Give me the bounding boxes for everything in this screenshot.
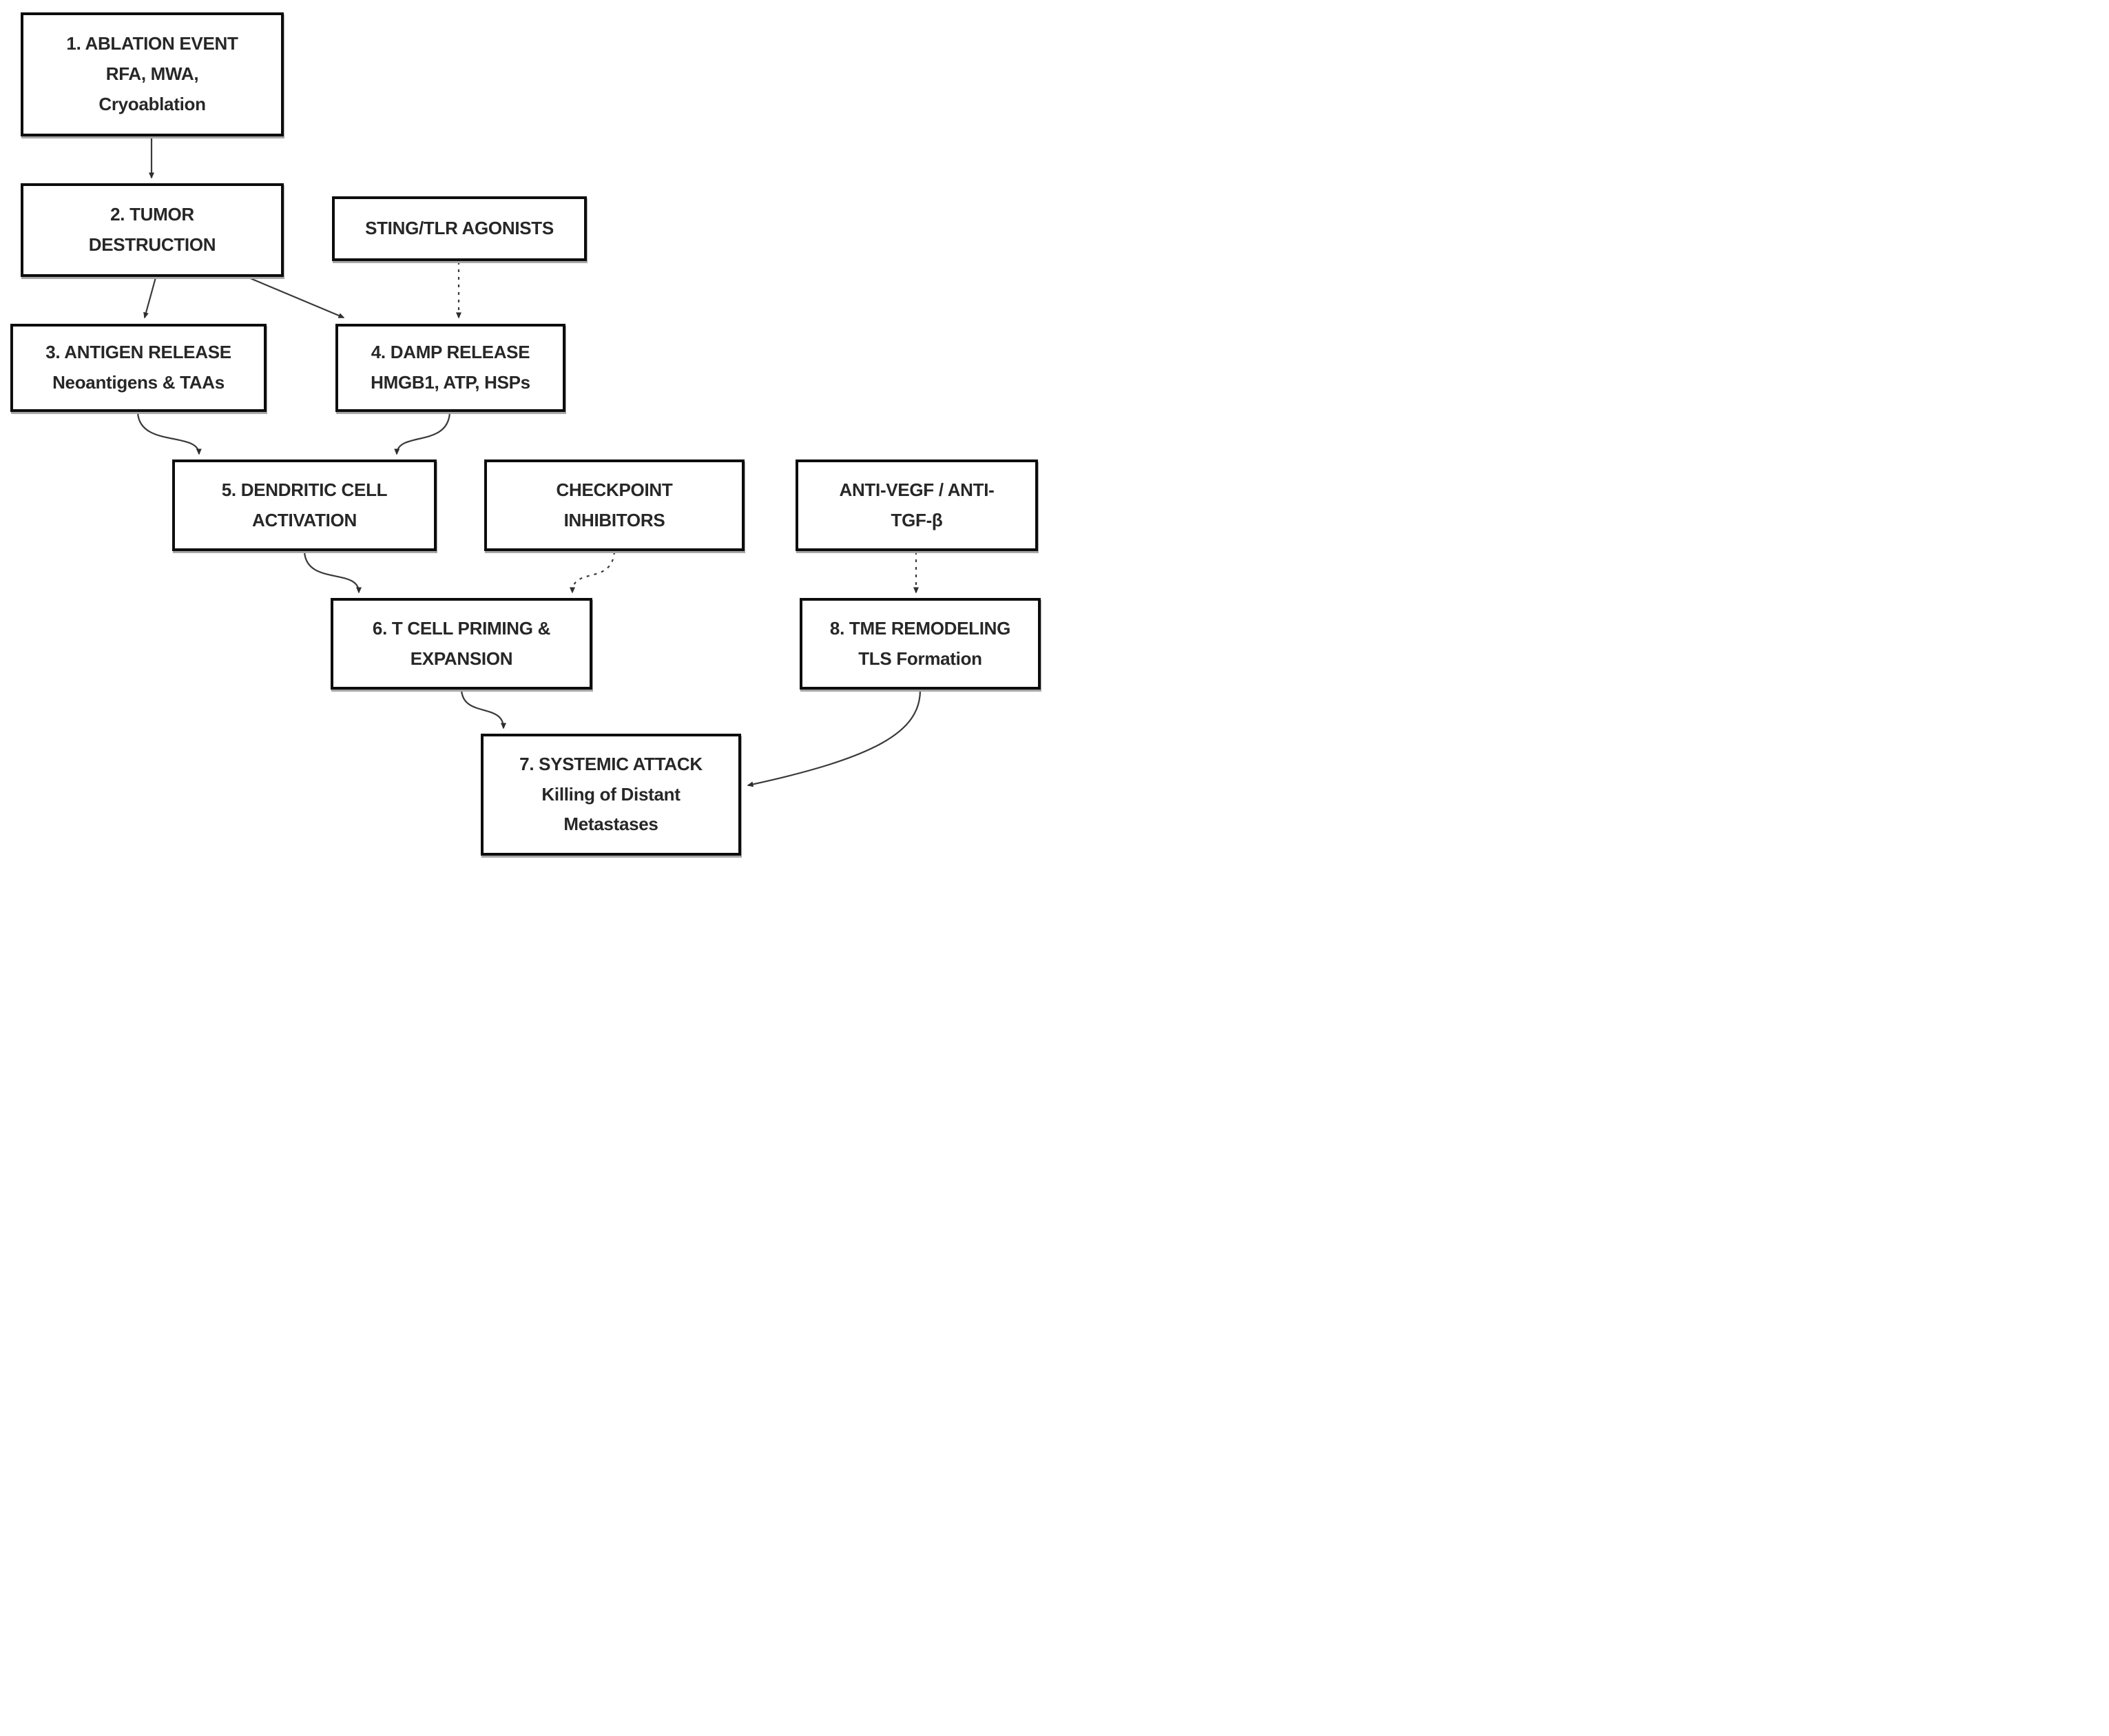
edge-tumor-to-damp xyxy=(248,276,345,319)
node-dendritic-line2: ACTIVATION xyxy=(251,509,357,530)
node-antivegf-line1: ANTI-VEGF / ANTI- xyxy=(839,479,995,500)
flowchart-canvas: 1. ABLATION EVENT RFA, MWA, Cryoablation… xyxy=(0,0,1054,868)
node-sting-tlr-agonists-label: STING/TLR AGONISTS xyxy=(365,218,554,239)
node-checkpoint-line1: CHECKPOINT xyxy=(556,479,673,500)
node-anti-vegf-anti-tgfb: ANTI-VEGF / ANTI- TGF-β xyxy=(796,459,1038,551)
edge-tcell-to-systemic xyxy=(460,690,506,730)
node-antigen-release-title: 3. ANTIGEN RELEASE xyxy=(45,342,231,363)
node-ablation-event-title: 1. ABLATION EVENT xyxy=(66,33,238,54)
node-tumor-destruction-line1: 2. TUMOR xyxy=(110,204,194,225)
node-systemic-attack: 7. SYSTEMIC ATTACK Killing of Distant Me… xyxy=(481,734,741,856)
node-dendritic-line1: 5. DENDRITIC CELL xyxy=(221,479,388,500)
edge-tumor-to-antigen xyxy=(143,277,157,319)
node-antigen-release: 3. ANTIGEN RELEASE Neoantigens & TAAs xyxy=(10,324,267,412)
node-systemic-sub2: Metastases xyxy=(563,814,658,835)
node-ablation-event: 1. ABLATION EVENT RFA, MWA, Cryoablation xyxy=(21,12,284,136)
node-tme-remodeling: 8. TME REMODELING TLS Formation xyxy=(800,598,1041,690)
node-damp-release: 4. DAMP RELEASE HMGB1, ATP, HSPs xyxy=(335,324,565,412)
node-checkpoint-inhibitors: CHECKPOINT INHIBITORS xyxy=(484,459,745,551)
edge-dendritic-to-tcell xyxy=(303,551,362,594)
node-tme-line1: 8. TME REMODELING xyxy=(829,617,1011,639)
edge-tme-to-systemic xyxy=(747,690,922,787)
node-antivegf-line2: TGF-β xyxy=(891,509,943,530)
node-systemic-sub1: Killing of Distant xyxy=(541,783,681,805)
edge-antigen-to-dendritic xyxy=(136,412,202,455)
node-sting-tlr-agonists: STING/TLR AGONISTS xyxy=(332,196,587,261)
node-tcell-line2: EXPANSION xyxy=(410,648,513,669)
node-antigen-release-sub: Neoantigens & TAAs xyxy=(52,372,225,393)
node-damp-release-sub: HMGB1, ATP, HSPs xyxy=(371,372,530,393)
node-tumor-destruction-line2: DESTRUCTION xyxy=(88,234,216,255)
edge-checkpoint-to-tcell xyxy=(570,551,616,594)
node-dendritic-cell-activation: 5. DENDRITIC CELL ACTIVATION xyxy=(172,459,437,551)
node-tumor-destruction: 2. TUMOR DESTRUCTION xyxy=(21,183,284,277)
node-tcell-priming-expansion: 6. T CELL PRIMING & EXPANSION xyxy=(331,598,592,690)
edge-damp-to-dendritic xyxy=(394,412,451,455)
node-tcell-line1: 6. T CELL PRIMING & xyxy=(372,617,551,639)
node-damp-release-title: 4. DAMP RELEASE xyxy=(371,342,530,363)
node-tme-line2: TLS Formation xyxy=(858,648,982,669)
node-ablation-event-sub2: Cryoablation xyxy=(98,93,206,114)
node-ablation-event-sub1: RFA, MWA, xyxy=(105,63,199,85)
node-systemic-title: 7. SYSTEMIC ATTACK xyxy=(519,753,703,774)
node-checkpoint-line2: INHIBITORS xyxy=(563,509,665,530)
